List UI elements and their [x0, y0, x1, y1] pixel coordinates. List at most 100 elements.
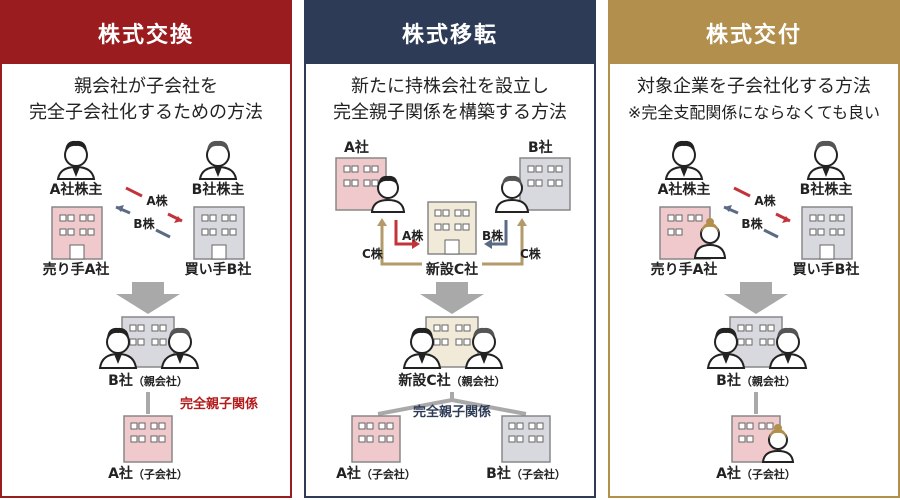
- panel-share-exchange: 株式交換 親会社が子会社を 完全子会社化するための方法 A社株主 B社株主: [0, 0, 292, 498]
- child-b-label: B社（子会社）: [486, 465, 566, 482]
- arrow-up-icon: [482, 224, 524, 266]
- arrow-head-icon: [412, 239, 420, 249]
- person-icon: [706, 327, 746, 369]
- person-icon: [370, 175, 406, 213]
- person-icon: [402, 327, 442, 369]
- arrow-left-icon: [490, 220, 508, 246]
- company-a-label: A社: [344, 139, 369, 156]
- buyer-label: 買い手B社: [793, 261, 860, 278]
- panel-description: 新たに持株会社を設立し 完全親子関係を構築する方法: [306, 74, 594, 126]
- person-icon: [98, 327, 138, 369]
- arrow-head-icon: [517, 218, 527, 226]
- exchange-diagram: A社株主 B社株主 A株 B株: [43, 140, 258, 482]
- panel-share-transfer: 株式移転 新たに持株会社を設立し 完全親子関係を構築する方法 A社 B社: [304, 0, 596, 498]
- dash-icon: [733, 186, 751, 198]
- building-icon: [193, 206, 245, 260]
- panel-title: 株式移転: [306, 2, 594, 64]
- arrow-right-icon: [394, 220, 414, 246]
- c-share-right-label: C株: [520, 246, 542, 261]
- description-line-2: 完全子会社化するための方法: [29, 102, 263, 123]
- down-arrow-icon: [116, 282, 180, 314]
- shareholder-b-label: B社株主: [800, 181, 853, 198]
- parent-name: B社: [108, 372, 133, 389]
- child-a-name: A社: [336, 465, 361, 482]
- panel-description: 対象企業を子会社化する方法 ※完全支配関係にならなくても良い: [610, 74, 898, 126]
- person-icon: [664, 140, 704, 180]
- shareholder-a-label: A社株主: [50, 181, 103, 198]
- description-line-1: 親会社が子会社を: [74, 76, 218, 97]
- description-note: ※完全支配関係にならなくても良い: [627, 103, 881, 122]
- arrow-up-icon: [380, 224, 422, 266]
- child-a-label: A社（子会社）: [336, 465, 416, 482]
- building-icon: [427, 201, 477, 255]
- parent-suffix: （親会社）: [741, 374, 796, 388]
- company-b-label: B社: [528, 139, 553, 156]
- down-arrow-icon: [420, 282, 484, 314]
- panel-title: 株式交付: [610, 2, 898, 64]
- dash-icon: [763, 228, 779, 239]
- child-name: A社: [716, 465, 741, 482]
- panel-share-delivery: 株式交付 対象企業を子会社化する方法 ※完全支配関係にならなくても良い A社株主…: [608, 0, 900, 498]
- parent-name: 新設C社: [398, 372, 450, 389]
- transfer-diagram: A社 B社: [335, 139, 571, 482]
- dash-icon: [125, 186, 143, 198]
- parent-suffix: （親会社）: [133, 374, 188, 388]
- relation-label: 完全親子関係: [180, 396, 258, 412]
- building-icon: [801, 206, 853, 260]
- description-line-1: 対象企業を子会社化する方法: [637, 76, 871, 97]
- swap-a-label: A株: [754, 193, 776, 208]
- buyer-label: 買い手B社: [185, 261, 252, 278]
- description-line-1: 新たに持株会社を設立し: [351, 76, 549, 97]
- swap-b-label: B株: [741, 216, 763, 231]
- person-icon: [768, 327, 808, 369]
- parent-label: 新設C社（親会社）: [398, 372, 505, 389]
- person-icon: [56, 140, 96, 180]
- arrow-head-icon: [724, 205, 732, 212]
- swap-b-label: B株: [133, 216, 155, 231]
- parent-suffix: （親会社）: [451, 374, 506, 388]
- seller-label: 売り手A社: [43, 261, 110, 278]
- person-icon: [160, 327, 200, 369]
- dash-icon: [155, 228, 171, 239]
- relation-label: 完全親子関係: [413, 404, 491, 420]
- child-b-name: B社: [486, 465, 511, 482]
- shareholder-b-label: B社株主: [192, 181, 245, 198]
- building-icon: [351, 415, 401, 463]
- arrow-head-icon: [782, 216, 790, 223]
- arrow-head-icon: [484, 239, 492, 249]
- child-suffix: （子会社）: [133, 467, 188, 481]
- description-line-2: 完全親子関係を構築する方法: [333, 102, 567, 123]
- new-company-label: 新設C社: [426, 261, 478, 278]
- building-icon: [731, 415, 781, 463]
- swap-a-label: A株: [146, 193, 168, 208]
- child-label: A社（子会社）: [108, 465, 188, 482]
- parent-label: B社（親会社）: [716, 372, 796, 389]
- person-icon: [494, 175, 530, 213]
- person-female-icon: [761, 424, 795, 463]
- person-icon: [198, 140, 238, 180]
- seller-label: 売り手A社: [651, 261, 718, 278]
- person-female-icon: [693, 218, 727, 259]
- parent-name: B社: [716, 372, 741, 389]
- down-arrow-icon: [724, 282, 788, 314]
- c-share-left-label: C株: [362, 246, 384, 261]
- arrow-head-icon: [116, 205, 124, 212]
- building-icon: [501, 415, 551, 463]
- relation-line: [377, 392, 527, 416]
- building-icon: [519, 157, 571, 211]
- b-share-label: B株: [482, 228, 504, 243]
- child-suffix: （子会社）: [741, 467, 796, 481]
- child-b-suffix: （子会社）: [511, 467, 566, 481]
- parent-label: B社（親会社）: [108, 372, 188, 389]
- shareholder-a-label: A社株主: [658, 181, 711, 198]
- person-icon: [806, 140, 846, 180]
- arrow-head-icon: [174, 216, 182, 223]
- child-a-suffix: （子会社）: [361, 467, 416, 481]
- panel-description: 親会社が子会社を 完全子会社化するための方法: [2, 74, 290, 126]
- child-name: A社: [108, 465, 133, 482]
- arrow-head-icon: [377, 218, 387, 226]
- building-icon: [123, 415, 173, 463]
- building-icon: [51, 206, 103, 260]
- a-share-label: A株: [402, 228, 424, 243]
